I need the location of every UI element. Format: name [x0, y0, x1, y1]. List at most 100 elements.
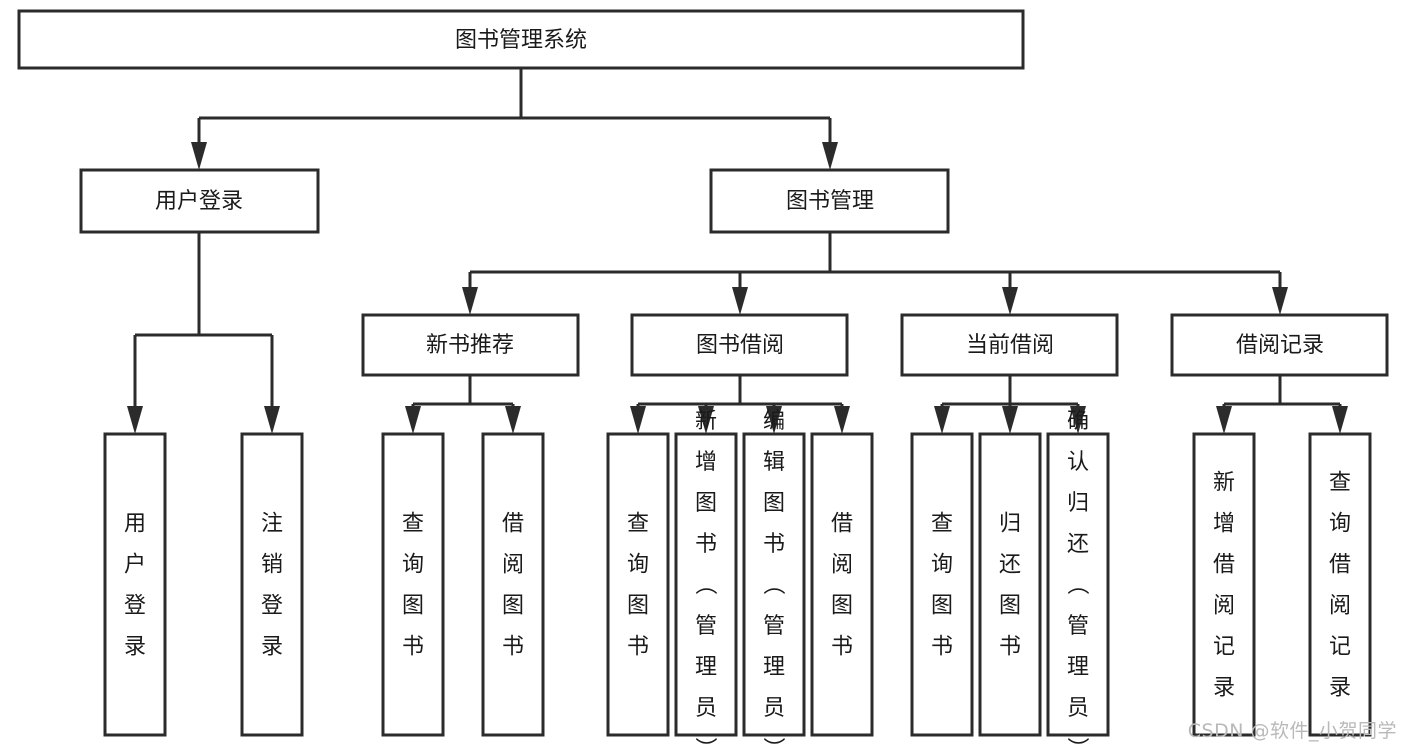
node-user-login-box[interactable] — [79, 168, 320, 234]
node-root-box[interactable] — [17, 9, 1025, 70]
arrow-head-borrowrecords-leaf-1 — [1216, 406, 1232, 434]
node-book-management[interactable]: 图书管理 — [709, 168, 950, 234]
connector-group-borrowrecords — [1216, 375, 1348, 434]
connector-group-newbook — [405, 375, 521, 434]
node-leaf-box[interactable] — [103, 432, 167, 737]
svg-text:新: 新 — [695, 409, 717, 434]
node-new-book-recommend-box[interactable] — [361, 313, 580, 377]
svg-text:销: 销 — [261, 553, 283, 578]
svg-text:（: （ — [692, 573, 717, 595]
svg-text:（: （ — [760, 573, 785, 595]
node-new-book-recommend[interactable]: 新书推荐 — [361, 313, 580, 377]
svg-text:理: 理 — [763, 655, 785, 680]
node-leaf-box[interactable] — [1308, 432, 1372, 737]
svg-text:增: 增 — [695, 450, 717, 475]
arrow-head-bookborrow-leaf-1 — [630, 406, 646, 434]
svg-text:借: 借 — [831, 512, 853, 537]
node-leaf-box[interactable] — [381, 432, 445, 737]
svg-text:图: 图 — [999, 594, 1021, 619]
arrow-head-currentborrow-leaf-3 — [1070, 406, 1086, 434]
arrow-head-newbook-leaf-2 — [505, 406, 521, 434]
node-current-borrow-label: 当前借阅 — [966, 333, 1054, 358]
node-current-borrow[interactable]: 当前借阅 — [900, 313, 1119, 377]
arrow-head-newbook-leaf-1 — [405, 406, 421, 434]
arrow-head-level3-1 — [462, 287, 478, 315]
svg-text:认: 认 — [1067, 450, 1089, 475]
svg-text:注: 注 — [261, 512, 283, 537]
svg-text:归: 归 — [999, 512, 1021, 537]
node-leaf-box[interactable] — [240, 432, 304, 737]
node-borrow-records-label: 借阅记录 — [1236, 333, 1324, 358]
node-leaf-box[interactable] — [978, 432, 1042, 737]
connector-group-userlogin — [127, 232, 280, 434]
svg-text:书: 书 — [931, 635, 953, 660]
node-leaf-box[interactable] — [674, 432, 738, 737]
node-leaf-box[interactable] — [606, 432, 670, 737]
svg-text:（: （ — [1064, 573, 1089, 595]
svg-text:借: 借 — [502, 512, 524, 537]
arrow-head-level3-2 — [732, 287, 748, 315]
svg-text:询: 询 — [1329, 512, 1351, 537]
svg-text:员: 员 — [763, 696, 785, 721]
svg-text:图: 图 — [402, 594, 424, 619]
svg-text:图: 图 — [763, 491, 785, 516]
node-borrow-records-box[interactable] — [1170, 313, 1389, 377]
node-leaf-user-login-login[interactable]: 用户登录 — [103, 432, 167, 737]
svg-text:图: 图 — [502, 594, 524, 619]
svg-text:书: 书 — [831, 635, 853, 660]
svg-text:登: 登 — [261, 594, 283, 619]
node-root[interactable]: 图书管理系统 — [17, 9, 1025, 70]
svg-text:用: 用 — [124, 512, 146, 537]
node-leaf-box[interactable] — [910, 432, 974, 737]
svg-text:）: ） — [692, 737, 717, 747]
svg-text:查: 查 — [627, 512, 649, 537]
svg-text:询: 询 — [931, 553, 953, 578]
node-book-borrow[interactable]: 图书借阅 — [630, 313, 849, 377]
node-leaf-box[interactable] — [810, 432, 874, 737]
svg-text:管: 管 — [1067, 614, 1089, 639]
node-book-borrow-box[interactable] — [630, 313, 849, 377]
arrow-head-bookborrow-leaf-4 — [834, 406, 850, 434]
node-leaf-box[interactable] — [1046, 432, 1110, 737]
node-leaf-box[interactable] — [742, 432, 806, 737]
node-book-management-box[interactable] — [709, 168, 950, 234]
arrow-head-bookborrow-leaf-3 — [766, 406, 782, 434]
arrow-head-borrowrecords-leaf-2 — [1332, 406, 1348, 434]
svg-text:确: 确 — [1067, 409, 1089, 434]
svg-text:录: 录 — [1329, 676, 1351, 701]
node-borrow-records[interactable]: 借阅记录 — [1170, 313, 1389, 377]
svg-text:书: 书 — [402, 635, 424, 660]
svg-text:录: 录 — [1213, 676, 1235, 701]
node-book-management-label: 图书管理 — [786, 189, 874, 214]
svg-text:书: 书 — [695, 532, 717, 557]
arrow-head-userlogin-leaf-2 — [264, 406, 280, 434]
node-leaf-box[interactable] — [1192, 432, 1256, 737]
svg-text:）: ） — [760, 737, 785, 747]
svg-text:管: 管 — [695, 614, 717, 639]
node-user-login[interactable]: 用户登录 — [79, 168, 320, 234]
svg-text:归: 归 — [1067, 491, 1089, 516]
svg-text:询: 询 — [402, 553, 424, 578]
node-leaf-user-login-login-label: 用户登录 — [124, 512, 146, 660]
svg-text:书: 书 — [502, 635, 524, 660]
node-current-borrow-box[interactable] — [900, 313, 1119, 377]
svg-text:询: 询 — [627, 553, 649, 578]
node-leaf-box[interactable] — [481, 432, 545, 737]
svg-text:录: 录 — [261, 635, 283, 660]
svg-text:借: 借 — [1213, 553, 1235, 578]
